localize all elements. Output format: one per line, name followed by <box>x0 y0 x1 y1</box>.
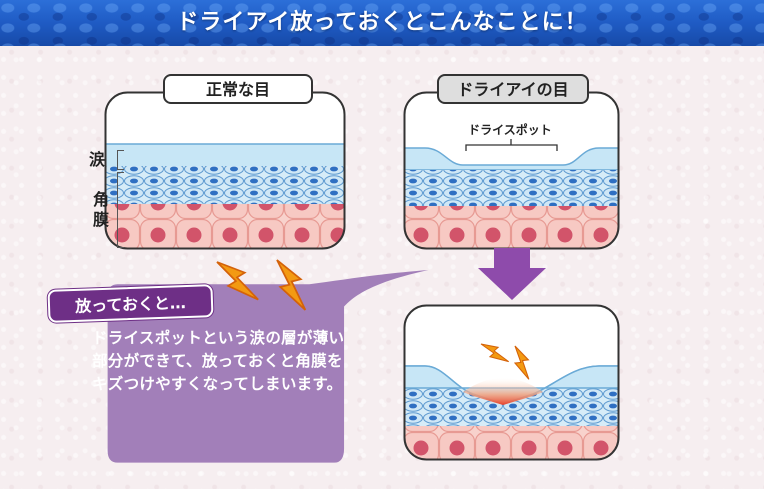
epithelium-layer <box>404 170 619 206</box>
dry-spot-label: ドライスポット <box>468 123 552 137</box>
callout-tag: 放っておくと… <box>47 284 214 323</box>
cornea-label: 角膜 <box>92 190 109 229</box>
tear-layer <box>105 144 345 166</box>
epithelium-layer <box>105 166 345 204</box>
tear-label: 涙 <box>89 150 106 169</box>
normal-eye-label: 正常な目 <box>163 74 313 104</box>
header-banner: ドライアイ放っておくとこんなことに！ <box>0 0 764 46</box>
tear-bracket <box>117 150 124 170</box>
cornea-bracket <box>117 172 124 248</box>
dry-spot-bracket <box>465 139 558 151</box>
callout-text: ドライスポットという涙の層が薄い部分ができて、放っておくと角膜をキズつけやすくな… <box>92 329 345 393</box>
damaged-cornea-diagram <box>403 304 620 461</box>
lightning-bolt-icon <box>269 259 313 311</box>
dry-eye-diagram <box>403 91 620 250</box>
dry-eye-label: ドライアイの目 <box>437 74 589 104</box>
lightning-bolt-icon <box>216 258 260 307</box>
water-drop-pattern <box>0 0 764 46</box>
warning-bolts <box>216 258 313 311</box>
damage-glow <box>463 378 543 405</box>
tear-layer-thin <box>404 147 619 171</box>
callout-bubble <box>107 270 429 463</box>
stroma-layer <box>404 206 619 249</box>
stroma-layer <box>105 204 345 249</box>
normal-eye-diagram <box>104 91 346 250</box>
down-arrow-icon <box>478 248 546 300</box>
stroma-layer <box>404 426 619 460</box>
page-title: ドライアイ放っておくとこんなことに！ <box>176 10 588 35</box>
